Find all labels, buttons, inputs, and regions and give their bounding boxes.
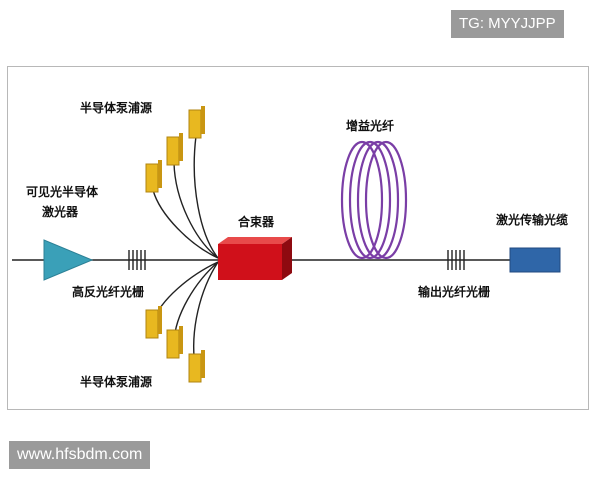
pump-module-bottom-3 xyxy=(188,350,205,383)
label-combiner: 合束器 xyxy=(238,214,275,229)
pump-fibers-bottom xyxy=(152,261,219,367)
high-reflect-grating-mark xyxy=(128,250,146,270)
label-pump-bottom: 半导体泵浦源 xyxy=(80,374,152,389)
label-visible-laser-line2: 激光器 xyxy=(42,204,79,219)
label-output-grating: 输出光纤光栅 xyxy=(418,284,490,299)
pump-module-bottom-1 xyxy=(145,306,162,339)
gain-fiber-coil xyxy=(340,140,408,260)
combiner-box xyxy=(218,237,292,280)
pump-module-top-1 xyxy=(145,160,162,193)
pump-module-top-3 xyxy=(188,106,205,139)
label-pump-top: 半导体泵浦源 xyxy=(80,100,152,115)
label-visible-laser-line1: 可见光半导体 xyxy=(26,184,99,199)
label-gain-fiber: 增益光纤 xyxy=(346,118,394,133)
output-grating-mark xyxy=(447,250,465,270)
site-watermark: www.hfsbdm.com xyxy=(9,441,151,469)
pump-module-top-2 xyxy=(166,133,183,166)
pump-module-bottom-2 xyxy=(166,326,183,359)
label-laser-delivery: 激光传输光缆 xyxy=(496,212,568,227)
pump-fibers-top xyxy=(152,135,219,259)
tg-watermark: TG: MYYJJPP xyxy=(451,10,564,38)
visible-laser-triangle xyxy=(43,239,94,281)
laser-delivery-cable xyxy=(509,247,561,273)
label-high-reflect-grating: 高反光纤光栅 xyxy=(72,284,144,299)
diagram-frame xyxy=(7,66,589,410)
